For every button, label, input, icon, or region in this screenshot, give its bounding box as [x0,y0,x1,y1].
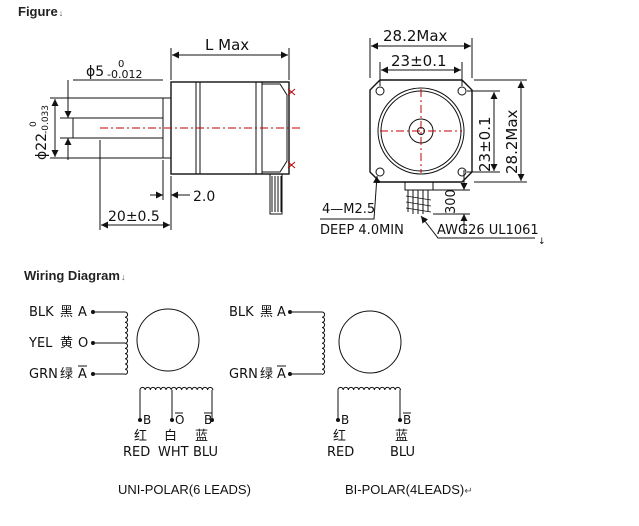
outer-width-label: 28.2Max [383,27,448,45]
bottom-lead-phase: B [403,413,411,427]
lead-zh: 黄 [60,336,73,351]
lead-phase: O [78,336,88,351]
figure-heading: Figure↓ [18,4,63,19]
bottom-lead-zh: 红 [134,428,147,444]
lead-exit [404,181,434,191]
wiring-heading: Wiring Diagram↓ [24,268,125,283]
unipolar-diagram: BLK 黑 A YEL 黄 O GRN 绿 A B O B 红 白 蓝 RED … [28,305,218,460]
bottom-lead-code: BLU [193,445,218,460]
bottom-lead-phase: O [175,413,184,427]
pilot-circle-outer [377,87,465,175]
terminal-dot [288,372,292,376]
terminal-dot [91,310,95,314]
wire-label-mark: ↓ [538,237,546,247]
hole-spacing-h-label: 23±0.1 [391,52,447,70]
unipolar-caption: UNI-POLAR(6 LEADS) [118,482,251,497]
lead-wires [407,190,429,214]
lead-phase: A [78,367,87,382]
mount-hole [457,167,467,177]
terminal-dot [91,341,95,345]
terminal-dot [210,418,214,422]
bipolar-caption-text: BI-POLAR(4LEADS) [345,482,465,497]
lead-code: GRN [29,367,58,382]
outer-height-label: 28.2Max [503,109,521,174]
wire-label: AWG26 UL1061 [437,223,539,238]
wire-leader [420,215,535,239]
shaft-dia-label: ϕ5 [86,64,104,80]
lead-zh: 绿 [60,367,73,382]
lead-code: BLK [29,305,54,320]
mount-hole [457,86,467,96]
shaft-dia-tol-lower: -0.012 [107,68,142,81]
rotor-circle [136,308,200,372]
bottom-lead-code: BLU [390,445,415,460]
coil-b [337,386,401,391]
mount-hole [375,86,385,96]
terminal-dot [91,372,95,376]
terminal-dot [138,418,142,422]
front-view [320,38,535,239]
hole-spacing-v-label: 23±0.1 [476,116,494,172]
bottom-lead-zh: 红 [333,428,346,444]
flange-outline [369,79,473,183]
figure-heading-text: Figure [18,4,58,19]
lead-zh: 黑 [60,305,73,320]
wiring-heading-text: Wiring Diagram [24,268,120,283]
red-marker [287,161,296,169]
lead-phase: A [277,367,286,382]
pilot-dia-tol-lower: -0.033 [41,105,51,134]
lead-code: GRN [229,367,258,382]
shaft-length-label: 20±0.5 [108,209,160,225]
screw-leader [320,175,381,220]
red-marker [287,88,296,96]
bottom-lead-zh: 蓝 [395,429,408,444]
bottom-lead-code: RED [327,445,354,460]
coil-a [124,311,129,375]
lead-zh: 绿 [260,367,273,382]
screw-label: 4—M2.5 [322,202,375,217]
wiring-heading-mark: ↓ [120,272,126,282]
lead-zh: 黑 [260,305,273,320]
lead-length-label: 300 [444,189,459,214]
bottom-lead-zh: 白 [164,428,177,444]
unipolar-caption-text: UNI-POLAR(6 LEADS) [118,482,251,497]
rotor-circle [338,310,402,374]
side-view [50,48,300,230]
bipolar-caption-mark: ↵ [464,486,473,497]
figure-heading-mark: ↓ [58,8,64,18]
bottom-lead-phase: B [341,413,349,427]
side-view-labels: L Max ϕ5 0 -0.012 ϕ22 0 -0.033 2.0 20±0.… [29,36,249,225]
bottom-lead-phase: B [204,413,212,427]
bottom-lead-zh: 蓝 [195,429,208,444]
length-label: L Max [205,36,249,54]
front-view-labels: 28.2Max 23±0.1 23±0.1 28.2Max 300 4—M2.5… [320,27,546,247]
bottom-lead-code: WHT [158,445,189,460]
pilot-dia-label: ϕ22 [34,133,50,160]
lead-phase: A [277,305,286,320]
pilot-dia-tol-upper: 0 [29,121,39,127]
coil-a [321,311,326,375]
bottom-lead-code: RED [123,445,150,460]
coil-b [139,386,214,391]
shaft-dia-tol-upper: 0 [118,59,124,70]
terminal-dot [288,310,292,314]
lead-phase: A [78,305,87,320]
terminal-dot [398,418,402,422]
pilot-height-label: 2.0 [193,189,215,205]
terminal-dot [336,418,340,422]
lead-code: YEL [28,336,53,351]
bipolar-caption: BI-POLAR(4LEADS)↵ [345,482,473,497]
cable-bundle [269,173,283,215]
terminal-dot [170,418,174,422]
bipolar-diagram: BLK 黑 A GRN 绿 A B B 红 蓝 RED BLU [229,305,415,460]
bottom-lead-phase: B [143,413,151,427]
depth-label: DEEP 4.0MIN [320,223,404,238]
lead-code: BLK [229,305,254,320]
